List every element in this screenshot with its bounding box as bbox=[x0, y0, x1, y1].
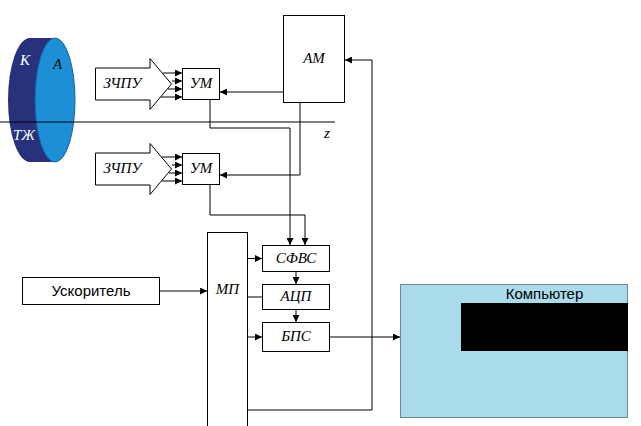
part-label: К bbox=[20, 52, 30, 69]
connector bbox=[296, 272, 297, 284]
arrow-shape bbox=[96, 59, 172, 110]
axis-label: z bbox=[324, 125, 330, 142]
amplifier-box: УМ bbox=[182, 153, 220, 185]
node-label: АМ bbox=[303, 50, 325, 67]
node-label: ЗЧПУ bbox=[95, 68, 150, 100]
node-label: Компьютер bbox=[461, 285, 628, 302]
screen bbox=[461, 303, 628, 351]
signal-line bbox=[162, 181, 182, 182]
connector bbox=[296, 310, 297, 322]
node-label: ЗЧПУ bbox=[95, 153, 150, 185]
connector bbox=[172, 81, 182, 82]
node-label: Ускоритель bbox=[52, 282, 131, 299]
computer-box: Компьютер bbox=[400, 284, 628, 418]
connector bbox=[160, 291, 207, 292]
process-box: БПС bbox=[262, 322, 330, 352]
process-box: СФВС bbox=[262, 245, 330, 272]
z-axis bbox=[0, 122, 335, 123]
node-label: УМ bbox=[190, 75, 213, 92]
sensor-arrow: ЗЧПУ bbox=[95, 143, 172, 195]
arrow-shape bbox=[96, 144, 172, 195]
accelerator-box: Ускоритель bbox=[22, 277, 160, 305]
connector bbox=[330, 337, 400, 338]
connector bbox=[172, 165, 182, 166]
node-label: УМ bbox=[190, 160, 213, 177]
connector bbox=[248, 337, 262, 338]
connector bbox=[220, 92, 283, 93]
disc bbox=[8, 38, 75, 162]
connector bbox=[248, 297, 262, 298]
node-label: МП bbox=[208, 281, 247, 298]
sensor-arrow: ЗЧПУ bbox=[95, 58, 172, 110]
am-box: АМ bbox=[283, 15, 345, 103]
connector bbox=[248, 60, 372, 410]
connector bbox=[248, 258, 262, 259]
signal-line bbox=[163, 73, 182, 74]
node-label: АЦП bbox=[281, 288, 312, 305]
mp-bus: МП bbox=[207, 232, 248, 426]
node-label: СФВС bbox=[276, 250, 317, 267]
adc-box: АЦП bbox=[262, 284, 330, 310]
connector bbox=[210, 100, 290, 245]
part-label: ТЖ bbox=[13, 127, 35, 144]
amplifier-box: УМ bbox=[182, 68, 220, 100]
connector bbox=[220, 103, 300, 175]
node-label: БПС bbox=[281, 328, 311, 345]
signal-line bbox=[168, 89, 182, 90]
disc-face bbox=[35, 38, 75, 162]
part-label: А bbox=[53, 56, 62, 73]
signal-line bbox=[169, 173, 182, 174]
signal-line bbox=[162, 157, 182, 158]
signal-line bbox=[161, 97, 182, 98]
